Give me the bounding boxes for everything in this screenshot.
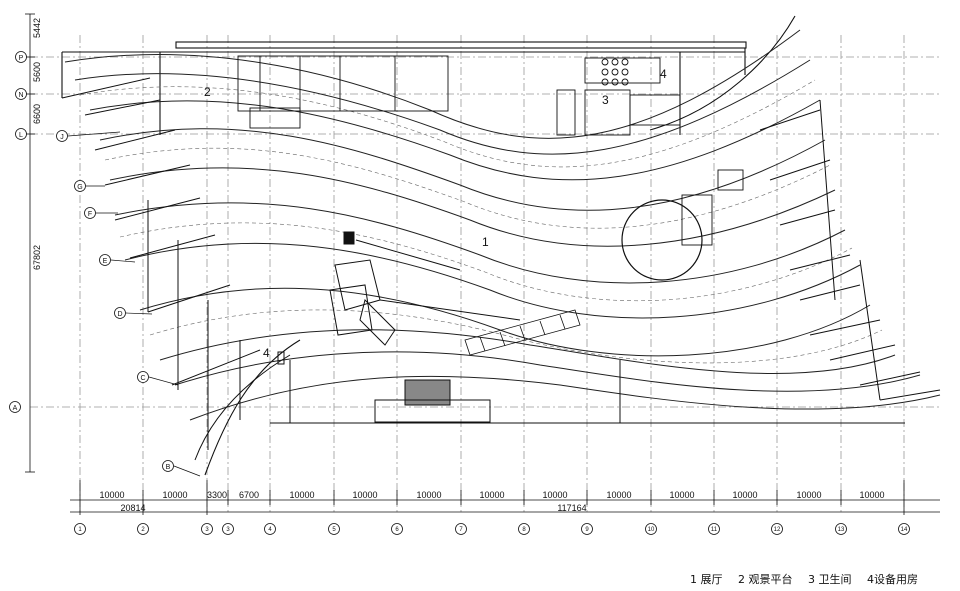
axis-p: P <box>19 55 24 62</box>
col-axis-9: 9 <box>585 527 589 533</box>
col-axis-3b: 3 <box>226 527 230 533</box>
detail-callout-circle <box>621 199 703 281</box>
vertical-dimension-line <box>25 13 35 473</box>
axis-c: C <box>140 375 145 382</box>
dim-8: 10000 <box>479 490 504 500</box>
room-label-toilet: 3 <box>602 93 609 107</box>
axis-l: L <box>19 132 23 139</box>
col-axis-4: 4 <box>268 527 272 533</box>
col-axis-14: 14 <box>901 527 908 533</box>
col-axis-11: 11 <box>711 527 718 533</box>
axis-b: B <box>166 464 171 471</box>
row-axis-leaders <box>67 131 201 477</box>
dim-4: 6700 <box>239 490 259 500</box>
col-axis-10: 10 <box>648 527 655 533</box>
interior-rooms <box>237 55 744 246</box>
col-axis-2: 2 <box>141 527 145 533</box>
central-stair <box>329 231 521 346</box>
dim-11: 10000 <box>669 490 694 500</box>
dim-top: 5442 <box>32 18 42 38</box>
dim-1: 10000 <box>99 490 124 500</box>
room-label-equipment-top: 4 <box>660 67 667 81</box>
dim-d2: 6600 <box>32 104 42 124</box>
room-legend: 1 展厅 2 观景平台 3 卫生间 4设备用房 <box>690 571 930 587</box>
dim-6: 10000 <box>352 490 377 500</box>
wave-bands <box>64 29 941 421</box>
right-stepped-facade <box>759 99 941 401</box>
axis-n: N <box>18 92 23 99</box>
dim-9: 10000 <box>542 490 567 500</box>
room-label-exhibition: 1 <box>482 235 489 249</box>
escalator <box>464 309 581 356</box>
col-axis-7: 7 <box>459 527 463 533</box>
col-axis-5: 5 <box>332 527 336 533</box>
dim-13: 10000 <box>796 490 821 500</box>
bottom-dims-text: 10000 10000 3300 6700 10000 10000 10000 … <box>99 490 884 513</box>
row-axis-labels: P N L J G F E D C B A <box>13 55 171 471</box>
col-axis-8: 8 <box>522 527 526 533</box>
dim-7: 10000 <box>416 490 441 500</box>
axis-a: A <box>13 405 18 412</box>
legend-item-viewing: 2 观景平台 <box>738 573 793 586</box>
vertical-dims-text: 5442 5600 6600 67802 <box>32 18 42 270</box>
dim-12: 10000 <box>732 490 757 500</box>
row-axis-bubbles <box>9 51 174 472</box>
axis-d: D <box>117 311 122 318</box>
axis-j: J <box>60 134 64 141</box>
entrance-block <box>239 340 621 423</box>
dim-14: 10000 <box>859 490 884 500</box>
building-outline <box>61 15 905 476</box>
axis-f: F <box>88 211 92 218</box>
legend-item-exhibition: 1 展厅 <box>690 573 723 586</box>
left-stepped-facade <box>61 77 291 461</box>
total-left: 20814 <box>120 503 145 513</box>
dim-3: 3300 <box>207 490 227 500</box>
col-axis-6: 6 <box>395 527 399 533</box>
axis-e: E <box>103 258 108 265</box>
col-axis-3a: 3 <box>205 527 209 533</box>
room-labels: 1 2 3 4 4 <box>204 67 667 360</box>
legend-item-toilet: 3 卫生间 <box>808 573 852 586</box>
col-axis-12: 12 <box>774 527 781 533</box>
column-axis-bubbles <box>74 523 910 535</box>
bottom-dimension-lines <box>70 480 940 515</box>
dim-d1: 5600 <box>32 62 42 82</box>
dim-2: 10000 <box>162 490 187 500</box>
legend-item-equipment: 4设备用房 <box>867 573 918 586</box>
dim-total: 67802 <box>32 245 42 270</box>
room-label-viewing: 2 <box>204 85 211 99</box>
dim-5: 10000 <box>289 490 314 500</box>
wave-centerlines <box>79 79 883 364</box>
dim-10: 10000 <box>606 490 631 500</box>
column-axis-labels: 1 2 3 3 4 5 6 7 8 9 10 11 12 13 14 <box>78 527 908 533</box>
col-axis-1: 1 <box>78 527 82 533</box>
room-label-equipment-left: 4 <box>263 346 270 360</box>
col-axis-13: 13 <box>838 527 845 533</box>
total-right: 117164 <box>557 503 586 513</box>
axis-g: G <box>77 184 82 191</box>
row-grid-lines <box>30 56 940 408</box>
